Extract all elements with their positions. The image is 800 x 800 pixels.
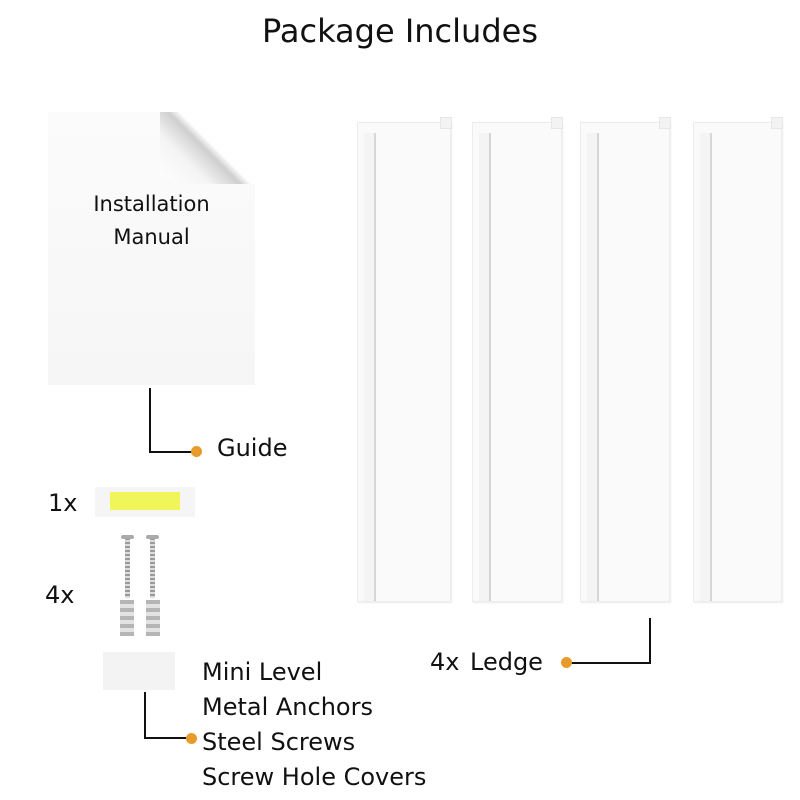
anchor-image [120,600,134,636]
ledge-image [580,117,671,602]
screw-hole-covers-image [103,652,175,690]
manual-title-line1: Installation [93,192,210,216]
hardware-item: Mini Level [202,658,323,686]
anchor-image [146,600,160,636]
ledge-dot [561,657,572,668]
hardware-leader-line [144,737,189,739]
guide-label: Guide [217,434,288,462]
ledge-leader-line [570,662,651,664]
hardware-dot [186,733,197,744]
hardware-qty: 4x [45,581,75,609]
hardware-leader-line [144,692,146,739]
level-qty: 1x [48,489,78,517]
hardware-item: Screw Hole Covers [202,763,427,791]
manual-title-line2: Manual [113,225,190,249]
ledge-image [357,117,452,602]
hardware-item: Metal Anchors [202,693,373,721]
ledge-image [472,117,563,602]
ledge-qty: 4x [430,648,460,676]
screw-image [146,535,159,598]
guide-leader-line [149,388,151,453]
guide-leader-line [149,451,195,453]
page-curl-icon [160,112,255,184]
page-title: Package Includes [262,12,538,50]
ledge-label: Ledge [470,648,543,676]
hardware-item: Steel Screws [202,728,356,756]
guide-dot [191,446,202,457]
mini-level-image [95,487,195,517]
screw-image [121,535,134,598]
ledge-leader-line [649,618,651,664]
ledge-image [693,117,783,602]
